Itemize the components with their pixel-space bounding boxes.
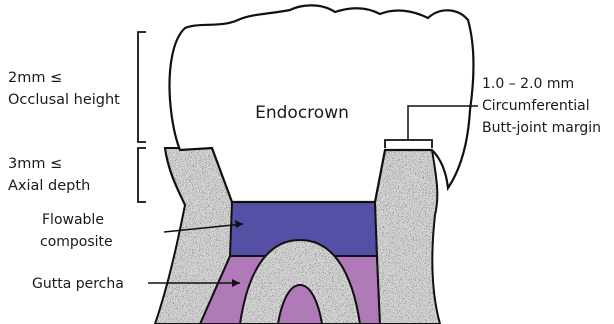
occlusal-height-label: Occlusal height: [8, 92, 120, 108]
gutta-percha-label: Gutta percha: [32, 276, 124, 292]
axial-depth-bracket: [138, 148, 146, 202]
endocrown-label: Endocrown: [255, 103, 349, 123]
occlusal-height-value: 2mm ≤: [8, 70, 62, 86]
axial-depth-value: 3mm ≤: [8, 156, 62, 172]
occlusal-height-bracket: [138, 32, 146, 142]
right-tooth-wall: [375, 150, 440, 324]
margin-buttjoint-label: Butt-joint margin: [482, 120, 601, 136]
flowable-label: Flowable: [42, 212, 104, 228]
margin-circumferential-label: Circumferential: [482, 98, 590, 114]
margin-size-label: 1.0 – 2.0 mm: [482, 76, 574, 92]
composite-label: composite: [40, 234, 113, 250]
axial-depth-label: Axial depth: [8, 178, 90, 194]
